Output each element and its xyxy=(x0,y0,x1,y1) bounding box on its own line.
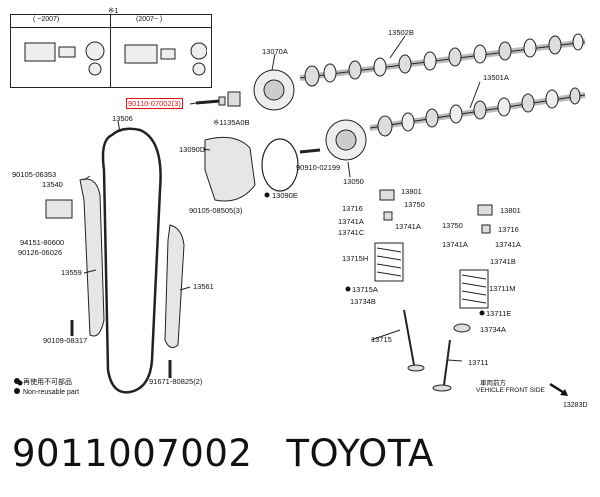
part-13559[interactable]: 13559 xyxy=(61,268,82,277)
inset-divider xyxy=(110,15,111,87)
part-13502B[interactable]: 13502B xyxy=(388,28,414,37)
oil-control-valve-shape xyxy=(227,91,241,107)
part-13741A-left-2[interactable]: 13741A xyxy=(395,222,421,231)
part-13741A-right[interactable]: 13741A xyxy=(442,240,468,249)
part-13711E[interactable]: 13711E xyxy=(486,309,512,318)
part-13716-left[interactable]: 13716 xyxy=(342,204,363,213)
part-90910-02199[interactable]: 90910-02199 xyxy=(296,163,341,172)
inset-header xyxy=(11,15,211,28)
inset-col-left: ( ~2007) xyxy=(33,16,60,23)
inset-right-parts xyxy=(124,42,207,76)
valve-spring-left-shape xyxy=(374,242,404,282)
part-13716-right[interactable]: 13716 xyxy=(498,225,519,234)
vehicle-front-jp: 車両前方 xyxy=(480,380,506,387)
part-13801-right[interactable]: 13801 xyxy=(500,206,521,215)
legend-jp-label: 再使用不可部品 xyxy=(23,379,72,386)
part-13561[interactable]: 13561 xyxy=(193,282,214,291)
part-13070A[interactable]: 13070A xyxy=(262,47,288,56)
timing-chain-shape xyxy=(101,127,162,394)
part-90105-08505[interactable]: 90105-08505(3) xyxy=(189,206,243,215)
inset-note-mark: ※1 xyxy=(108,6,119,15)
part-13741C[interactable]: 13741C xyxy=(338,228,365,237)
part-13734A[interactable]: 13734A xyxy=(480,325,506,334)
title-brand: TOYOTA xyxy=(286,432,434,475)
part-13711[interactable]: 13711 xyxy=(468,358,489,367)
part-13750-right[interactable]: 13750 xyxy=(442,221,463,230)
legend-row-jp: 再使用不可部品 xyxy=(14,378,79,388)
figure-code: 13283D xyxy=(563,402,588,409)
chain-guide-shape xyxy=(79,178,105,337)
part-13801-left[interactable]: 13801 xyxy=(401,187,422,196)
part-13050[interactable]: 13050 xyxy=(343,177,364,186)
part-90110-07002-highlighted[interactable]: 90110-07002(3) xyxy=(126,98,183,109)
legend-en-label: Non-reusable part xyxy=(23,389,80,396)
vehicle-front-en: VEHICLE FRONT SIDE xyxy=(476,387,545,394)
part-94151-80600[interactable]: 94151-80600 xyxy=(20,238,65,247)
gasket-shape xyxy=(261,138,299,192)
part-90126-06026[interactable]: 90126-06026 xyxy=(18,248,63,257)
tensioner-slipper-shape xyxy=(164,224,185,349)
chain-tensioner-shape xyxy=(45,199,73,219)
part-13715A[interactable]: 13715A xyxy=(352,285,378,294)
part-13741B[interactable]: 13741B xyxy=(490,257,516,266)
part-90105-06353[interactable]: 90105-06353 xyxy=(12,170,57,179)
legend: 再使用不可部品 Non-reusable part xyxy=(14,378,79,398)
part-13711M[interactable]: 13711M xyxy=(489,284,516,293)
legend-row-en: Non-reusable part xyxy=(14,388,79,398)
timing-cover-shape xyxy=(204,136,256,202)
non-reusable-dot-icon-2 xyxy=(14,388,20,394)
title-bar: 9011007002 TOYOTA xyxy=(12,432,434,475)
part-13750-left[interactable]: 13750 xyxy=(404,200,425,209)
camshaft-upper-shape xyxy=(299,33,586,87)
part-13501A[interactable]: 13501A xyxy=(483,73,509,82)
part-13715[interactable]: 13715 xyxy=(371,335,392,344)
inset-left-parts xyxy=(24,41,105,76)
part-90109-08317[interactable]: 90109-08317 xyxy=(43,336,88,345)
part-13715H[interactable]: 13715H xyxy=(342,254,369,263)
inset-variant-box: ( ~2007) (2007~ ) xyxy=(10,14,212,88)
inset-col-right: (2007~ ) xyxy=(136,16,163,23)
part-13734B[interactable]: 13734B xyxy=(350,297,376,306)
part-13741A-left[interactable]: 13741A xyxy=(338,217,364,226)
part-13741A-right-2[interactable]: 13741A xyxy=(495,240,521,249)
title-part-number: 9011007002 xyxy=(12,432,253,475)
non-reusable-dot-icon xyxy=(14,378,20,384)
valve-spring-right-shape xyxy=(459,269,489,309)
part-135A0B[interactable]: ※1135A0B xyxy=(213,118,250,127)
parts-diagram xyxy=(17,33,586,396)
part-13506[interactable]: 13506 xyxy=(112,114,133,123)
part-13090D[interactable]: 13090D xyxy=(179,145,206,154)
camshaft-lower-shape xyxy=(369,87,586,137)
part-13540[interactable]: 13540 xyxy=(42,180,63,189)
part-91671-80825[interactable]: 91671-80825(2) xyxy=(149,377,203,386)
part-13090E[interactable]: 13090E xyxy=(272,191,298,200)
